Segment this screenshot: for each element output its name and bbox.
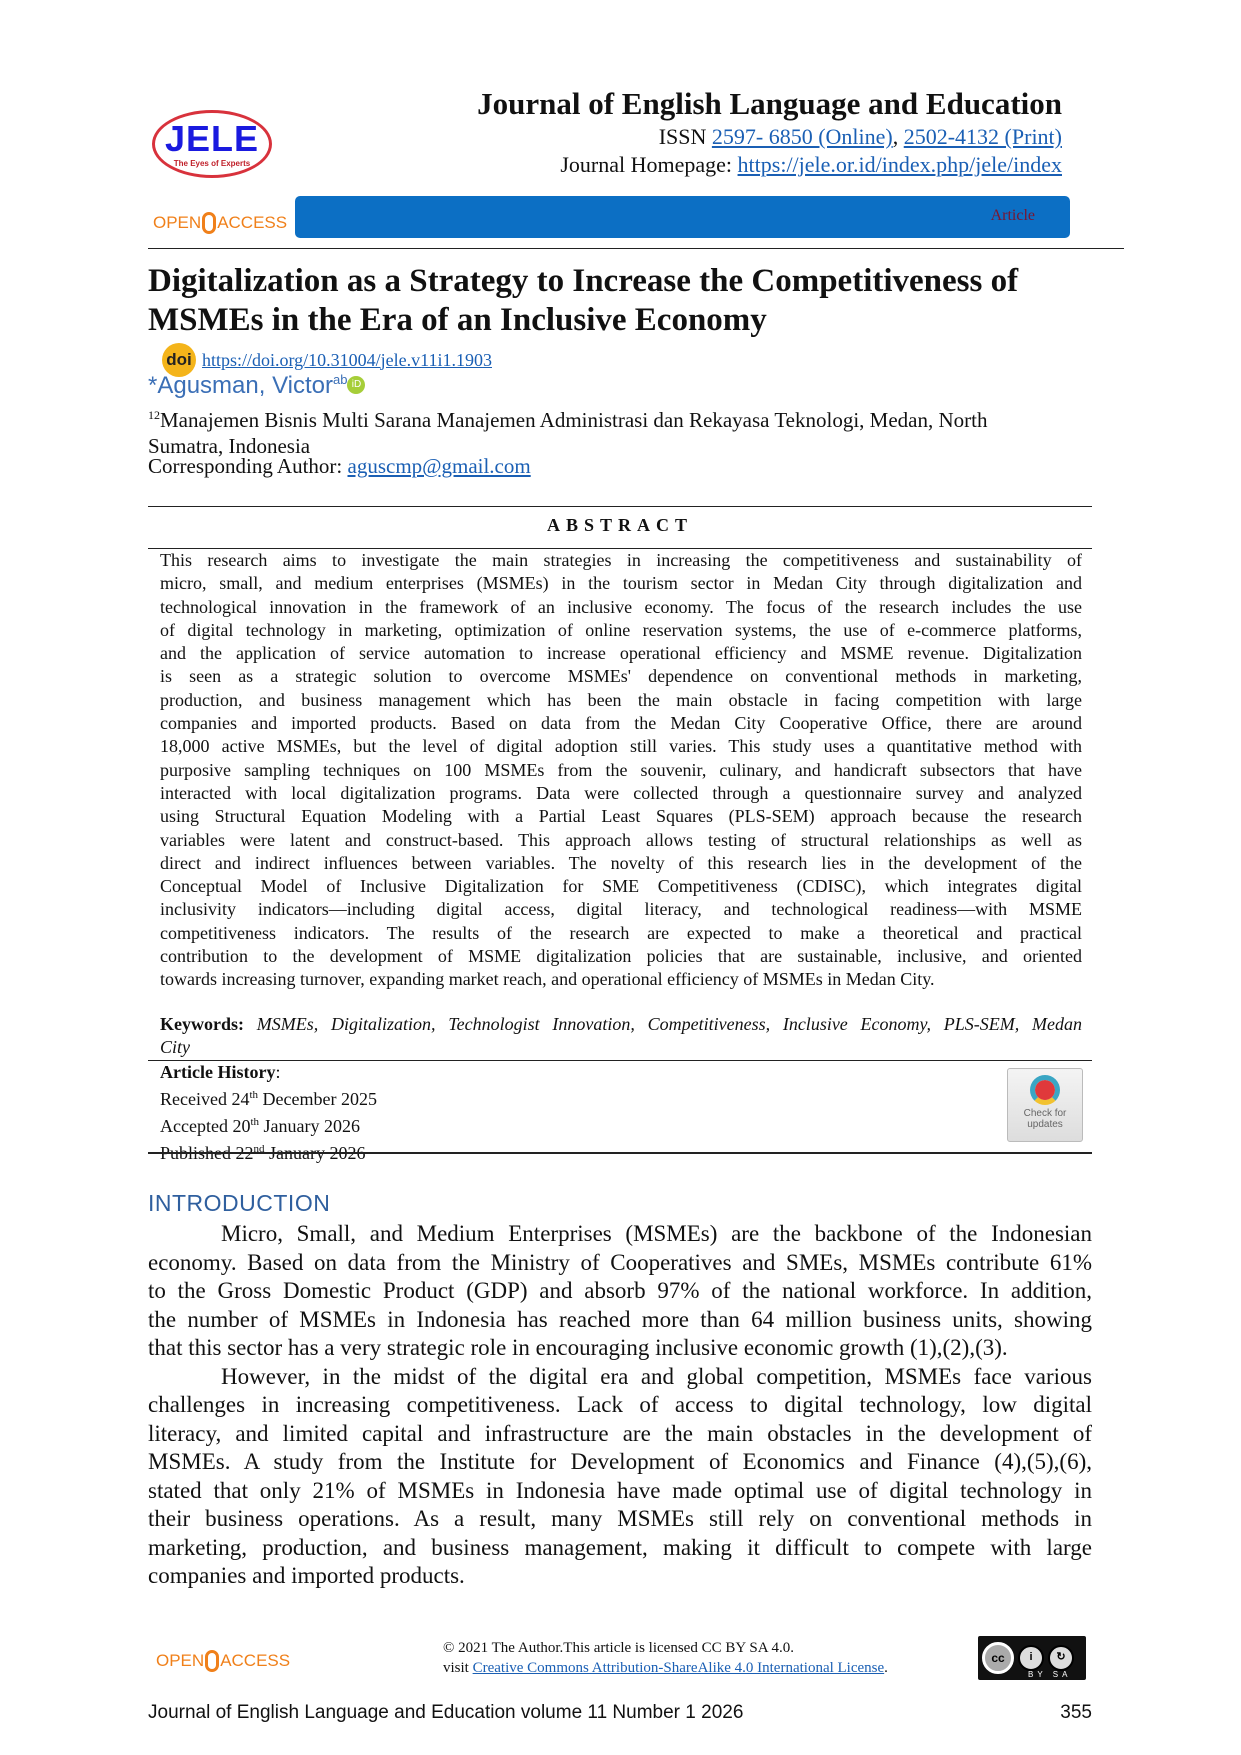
abstract-heading-rule [148, 548, 1092, 549]
check-for-updates-button[interactable]: Check for updates [1007, 1068, 1083, 1142]
article-history: Article History: Received 24th December … [160, 1062, 377, 1163]
issn-online-link[interactable]: 2597- 6850 (Online) [711, 124, 893, 149]
open-lock-icon [205, 1650, 220, 1672]
introduction-line: However, in the midst of the digital era… [221, 1363, 1092, 1389]
page-number: 355 [1060, 1702, 1092, 1723]
abstract-line: variables were latent and construct-base… [160, 829, 1082, 850]
license-notice: © 2021 The Author.This article is licens… [443, 1640, 888, 1676]
introduction-line: Micro, Small, and Medium Enterprises (MS… [221, 1221, 1092, 1246]
abstract-line: interacted with local digitalization pro… [160, 782, 1082, 803]
abstract-top-rule [148, 506, 1092, 507]
abstract-line: 18,000 active MSMEs, but the level of di… [160, 736, 1082, 757]
abstract-line: towards increasing turnover, expanding m… [160, 969, 935, 990]
corresponding-email-link[interactable]: aguscmp@gmail.com [347, 454, 531, 478]
issn-print-link[interactable]: 2502-4132 (Print) [903, 124, 1062, 149]
homepage-link[interactable]: https://jele.or.id/index.php/jele/index [737, 152, 1062, 177]
author-names: *Agusman, Victor [148, 372, 333, 399]
journal-title: Journal of English Language and Educatio… [477, 86, 1062, 121]
header-divider [148, 248, 1124, 249]
abstract-line: companies and imported products. Based o… [160, 713, 1082, 734]
introduction-line: companies and imported products. [148, 1563, 465, 1588]
journal-homepage: Journal Homepage: https://jele.or.id/ind… [560, 152, 1062, 177]
abstract-line: This research aims to investigate the ma… [160, 550, 1082, 570]
doi-line: doi https://doi.org/10.31004/jele.v11i1.… [162, 343, 492, 377]
footer-journal-info: Journal of English Language and Educatio… [148, 1702, 744, 1723]
by-icon: i [1018, 1645, 1044, 1671]
abstract-line: purposive sampling techniques on 100 MSM… [160, 759, 1082, 780]
introduction-line: MSMEs. A study from the Institute for De… [148, 1449, 1092, 1474]
introduction-line: challenges in increasing competitiveness… [148, 1392, 1092, 1417]
introduction-line: stated that only 21% of MSMEs in Indones… [148, 1477, 1092, 1503]
introduction-heading: INTRODUCTION [148, 1190, 331, 1216]
affiliation: 12Manajemen Bisnis Multi Sarana Manajeme… [148, 408, 988, 458]
cc-icon: cc [982, 1642, 1014, 1674]
introduction-line: literacy, and limited capital and infras… [148, 1420, 1092, 1446]
introduction-text: Micro, Small, and Medium Enterprises (MS… [148, 1220, 1092, 1591]
abstract-line: using Structural Equation Modeling with … [160, 806, 1082, 827]
cc-by-sa-badge[interactable]: cc i ↻ BY SA [978, 1636, 1086, 1680]
open-lock-icon [202, 212, 217, 234]
abstract-line: competitiveness indicators. The results … [160, 922, 1082, 943]
crossmark-icon [1030, 1075, 1060, 1105]
history-rule [148, 1152, 1092, 1154]
abstract-line: Conceptual Model of Inclusive Digitaliza… [160, 876, 1082, 897]
article-title: Digitalization as a Strategy to Increase… [148, 263, 1019, 338]
doi-icon: doi [162, 343, 196, 377]
abstract-line: direct and indirect influences between v… [160, 852, 1082, 873]
abstract-line: production, and business management whic… [160, 689, 1082, 710]
issn-line: ISSN 2597- 6850 (Online), 2502-4132 (Pri… [658, 124, 1062, 149]
keywords-rule [148, 1060, 1092, 1061]
abstract-line: micro, small, and medium enterprises (MS… [160, 573, 1082, 594]
article-type-banner: Article [295, 196, 1070, 238]
orcid-icon[interactable]: iD [347, 376, 366, 394]
article-type-label: Article [990, 207, 1035, 224]
abstract-line: of digital technology in marketing, opti… [160, 619, 1082, 640]
license-link[interactable]: Creative Commons Attribution-ShareAlike … [472, 1660, 885, 1676]
introduction-line: marketing, production, and business mana… [148, 1534, 1092, 1560]
keywords: Keywords: MSMEs, Digitalization, Technol… [160, 1014, 1082, 1057]
abstract-line: technological innovation in the framewor… [160, 596, 1082, 617]
abstract-text: This research aims to investigate the ma… [160, 549, 1082, 992]
abstract-heading: ABSTRACT [546, 515, 694, 535]
received-date: Received 24th December 2025 [160, 1089, 377, 1109]
accepted-date: Accepted 20th January 2026 [160, 1116, 361, 1136]
abstract-line: inclusivity indicators—including digital… [160, 899, 1082, 920]
abstract-line: and the application of service automatio… [160, 643, 1082, 664]
introduction-line: the number of MSMEs in Indonesia has rea… [148, 1306, 1092, 1332]
introduction-line: economy. Based on data from the Ministry… [148, 1249, 1092, 1275]
abstract-line: is seen as a strategic solution to overc… [160, 666, 1082, 687]
jele-logo: JELE The Eyes of Experts [152, 110, 272, 178]
introduction-line: that this sector has a very strategic ro… [148, 1335, 1008, 1360]
doi-link[interactable]: https://doi.org/10.31004/jele.v11i1.1903 [202, 349, 492, 370]
corresponding-author: Corresponding Author: aguscmp@gmail.com [148, 454, 531, 478]
sa-icon: ↻ [1048, 1645, 1074, 1671]
introduction-line: to the Gross Domestic Product (GDP) and … [148, 1278, 1092, 1303]
introduction-line: their business operations. As a result, … [148, 1506, 1092, 1531]
abstract-line: contribution to the development of MSME … [160, 946, 1082, 967]
